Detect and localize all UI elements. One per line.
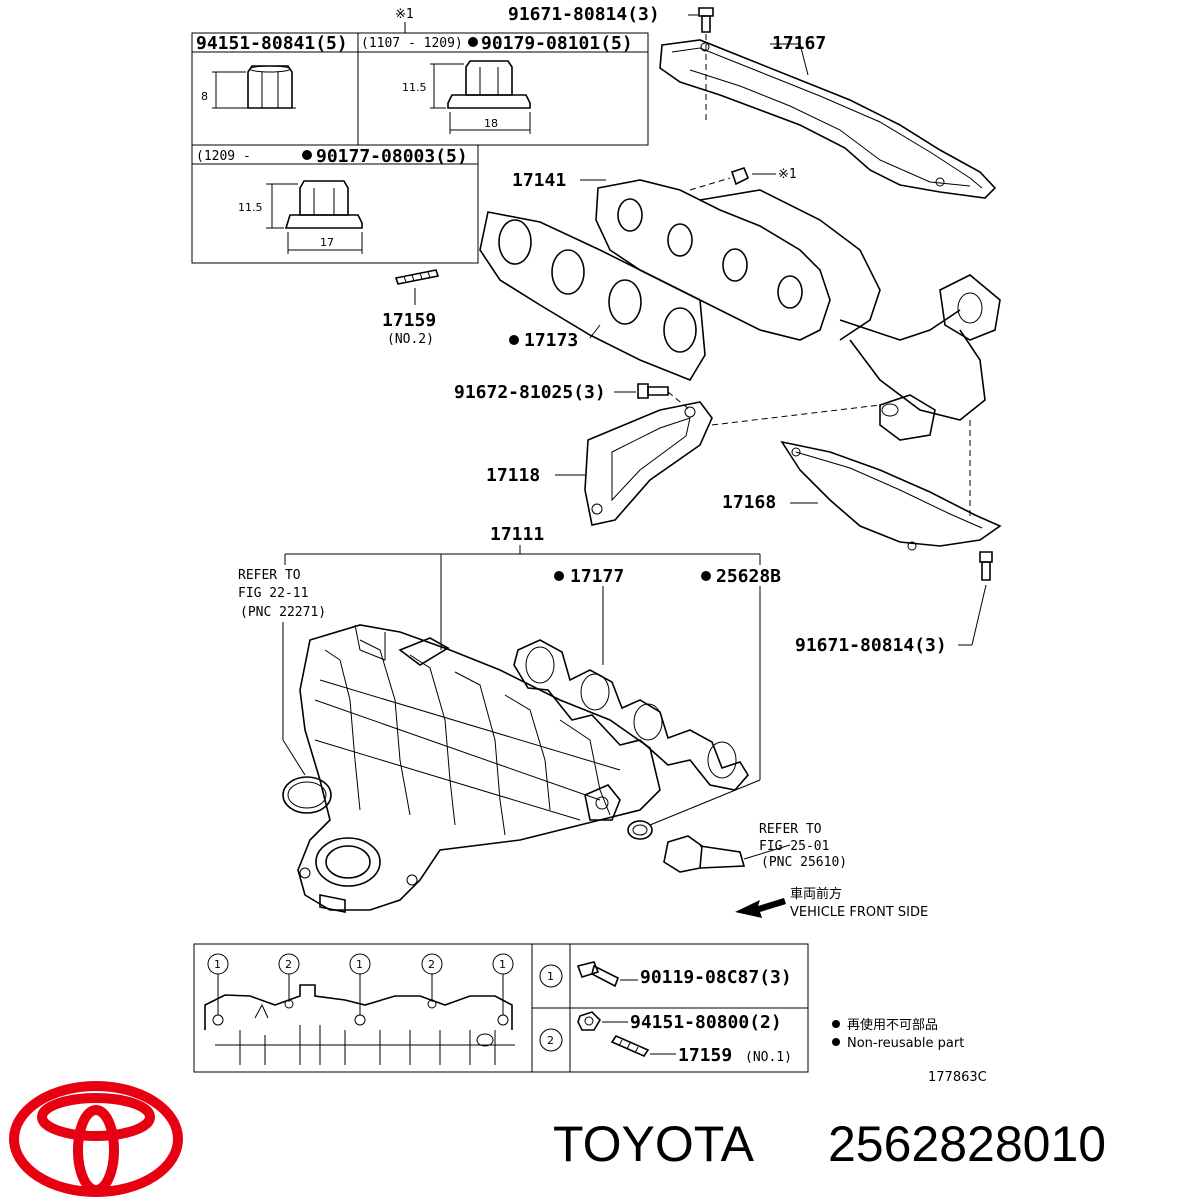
row2-key: 2 (547, 1034, 554, 1047)
row1-key: 1 (547, 970, 554, 983)
heat-insulator-17167-icon (659, 39, 997, 199)
ref1-line2: FIG 22-11 (238, 586, 308, 601)
label-17167: 17167 (772, 33, 826, 54)
legend-jp: 再使用不可部品 (847, 1017, 938, 1033)
hex-nut-1-icon (212, 65, 296, 109)
bolt-mid-icon (637, 383, 669, 399)
flange-nut-2-icon (430, 60, 531, 134)
dim-8: 8 (201, 90, 208, 103)
row2-part-number: 94151-80800(2) (630, 1012, 782, 1033)
nut3-part-number: 90177-08003(5) (316, 146, 468, 167)
bolt-low-icon (979, 551, 993, 581)
nut2-date-range: (1107 - 1209) (361, 36, 463, 51)
figure-code: 177863C (928, 1070, 987, 1085)
label-nut-mark: ※1 (778, 167, 797, 182)
flange-bolt-icon (576, 961, 620, 988)
nut-mark-icon (730, 167, 750, 186)
intake-gasket-17177-icon (513, 639, 749, 791)
front-side-jp: 車両前方 (790, 886, 842, 902)
exhaust-gasket-17173-icon (479, 211, 706, 381)
legend-bullet-2-icon (832, 1038, 840, 1046)
seq-2: 2 (285, 958, 292, 971)
dim-11-5-b: 11.5 (238, 201, 263, 214)
ref-mark-top: ※1 (395, 7, 414, 22)
label-17118: 17118 (486, 465, 540, 486)
throttle-gasket-icon (282, 776, 332, 814)
seq-1: 1 (214, 958, 221, 971)
brand-name: TOYOTA (553, 1116, 755, 1172)
flange-nut-3-icon (266, 180, 363, 254)
label-17159: 17159 (382, 310, 436, 331)
legend-en: Non-reusable part (847, 1036, 964, 1051)
nut-inset-table: ※1 94151-80841(5) (1107 - 1209) 90179-08… (191, 7, 649, 264)
tightening-sequence-table: 1 2 1 2 1 1 90119-08C87(3) 2 (193, 943, 809, 1073)
label-bolt-mid: 91672-81025(3) (454, 382, 606, 403)
label-17159-sub: (NO.2) (387, 332, 434, 347)
o-ring-icon (627, 820, 653, 840)
nut1-part-number: 94151-80841(5) (196, 33, 348, 54)
label-17177: 17177 (570, 566, 624, 587)
label-17168: 17168 (722, 492, 776, 513)
nut2-bullet-icon (468, 37, 478, 47)
dim-18: 18 (484, 117, 498, 130)
brand-part-number: 2562828010 (828, 1116, 1106, 1172)
bullet-25628b-icon (701, 571, 711, 581)
ref2-line3: (PNC 25610) (761, 855, 847, 870)
dim-11-5-a: 11.5 (402, 81, 427, 94)
exhaust-manifold-17141-icon (595, 179, 1001, 441)
row2-part2-number: 17159 (678, 1045, 732, 1066)
ref1-line1: REFER TO (238, 568, 301, 583)
heat-insulator-17168-icon (780, 440, 1002, 551)
front-side-en: VEHICLE FRONT SIDE (790, 905, 928, 920)
label-bolt-low: 91671-80814(3) (795, 635, 947, 656)
ref2-line1: REFER TO (759, 822, 822, 837)
label-17141: 17141 (512, 170, 566, 191)
row2-part2-sub: (NO.1) (745, 1050, 792, 1065)
egr-pipe-icon (663, 835, 791, 873)
row1-part-number: 90119-08C87(3) (640, 967, 792, 988)
label-17173: 17173 (524, 330, 578, 351)
stud-17159-icon (394, 269, 440, 305)
label-25628b: 25628B (716, 566, 781, 587)
seq-5: 1 (499, 958, 506, 971)
label-bolt-top: 91671-80814(3) (508, 4, 660, 25)
ref2-line2: FIG 25-01 (759, 839, 829, 854)
nut3-date-range: (1209 - (196, 149, 251, 164)
bracket-17118-icon (584, 401, 713, 526)
dim-17: 17 (320, 236, 334, 249)
nut3-bullet-icon (302, 150, 312, 160)
bullet-17177-icon (554, 571, 564, 581)
front-side-arrow-icon (735, 898, 786, 918)
intake-manifold-17111-icon (297, 624, 661, 913)
seq-3: 1 (356, 958, 363, 971)
legend-bullet-1-icon (832, 1020, 840, 1028)
toyota-logo-icon (9, 1081, 183, 1197)
bullet-17173-icon (509, 335, 519, 345)
stud-no1-icon (610, 1034, 650, 1058)
seq-4: 2 (428, 958, 435, 971)
label-17111: 17111 (490, 524, 544, 545)
nut-small-icon (577, 1011, 602, 1031)
bolt-top-icon (698, 7, 714, 33)
nut2-part-number: 90179-08101(5) (481, 33, 633, 54)
ref1-line3: (PNC 22271) (240, 605, 326, 620)
